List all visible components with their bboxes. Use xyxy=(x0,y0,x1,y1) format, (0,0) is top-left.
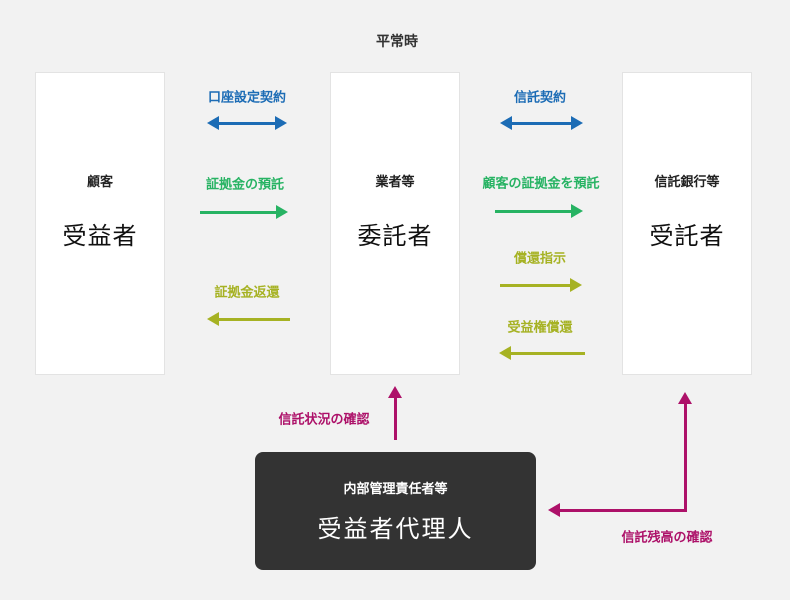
beneficiary-right-redemption-label: 受益権償還 xyxy=(507,319,573,335)
trust-balance-check-arrow-vertical-icon xyxy=(678,392,692,511)
beneficiary-role-label: 顧客 xyxy=(86,173,113,189)
trust-balance-check-arrow-horizontal-icon xyxy=(548,503,687,517)
trust-status-check-arrow-icon xyxy=(388,386,402,440)
diagram-title: 平常時 xyxy=(376,33,418,49)
trust-status-check-label: 信託状況の確認 xyxy=(278,411,370,427)
trust-contract-label: 信託契約 xyxy=(513,89,567,105)
redemption-instruction-label: 償還指示 xyxy=(513,250,567,266)
box-trustor: 業者等 委託者 xyxy=(330,72,460,375)
trust-contract-arrow-icon xyxy=(500,116,583,130)
trustor-role-label: 業者等 xyxy=(375,173,415,189)
margin-deposit-label: 証拠金の預託 xyxy=(205,176,285,192)
account-contract-label: 口座設定契約 xyxy=(207,89,287,105)
trust-balance-check-label: 信託残高の確認 xyxy=(621,529,713,545)
box-beneficiary: 顧客 受益者 xyxy=(35,72,165,375)
beneficiary-right-redemption-arrow-icon xyxy=(499,346,585,360)
customer-margin-deposit-label: 顧客の証拠金を預託 xyxy=(482,175,600,191)
customer-margin-deposit-arrow-icon xyxy=(495,204,583,218)
trustor-name-label: 委託者 xyxy=(357,222,433,250)
margin-return-label: 証拠金返還 xyxy=(214,284,280,300)
beneficiary-name-label: 受益者 xyxy=(62,222,138,250)
box-beneficiary-agent: 内部管理責任者等 受益者代理人 xyxy=(255,452,536,570)
trustee-name-label: 受託者 xyxy=(649,222,725,250)
account-contract-arrow-icon xyxy=(207,116,287,130)
margin-return-arrow-icon xyxy=(207,312,290,326)
agent-name-label: 受益者代理人 xyxy=(317,516,474,543)
redemption-instruction-arrow-icon xyxy=(500,278,582,292)
trustee-role-label: 信託銀行等 xyxy=(654,173,720,189)
box-trustee: 信託銀行等 受託者 xyxy=(622,72,752,375)
margin-deposit-arrow-icon xyxy=(200,205,288,219)
agent-role-label: 内部管理責任者等 xyxy=(343,481,448,496)
